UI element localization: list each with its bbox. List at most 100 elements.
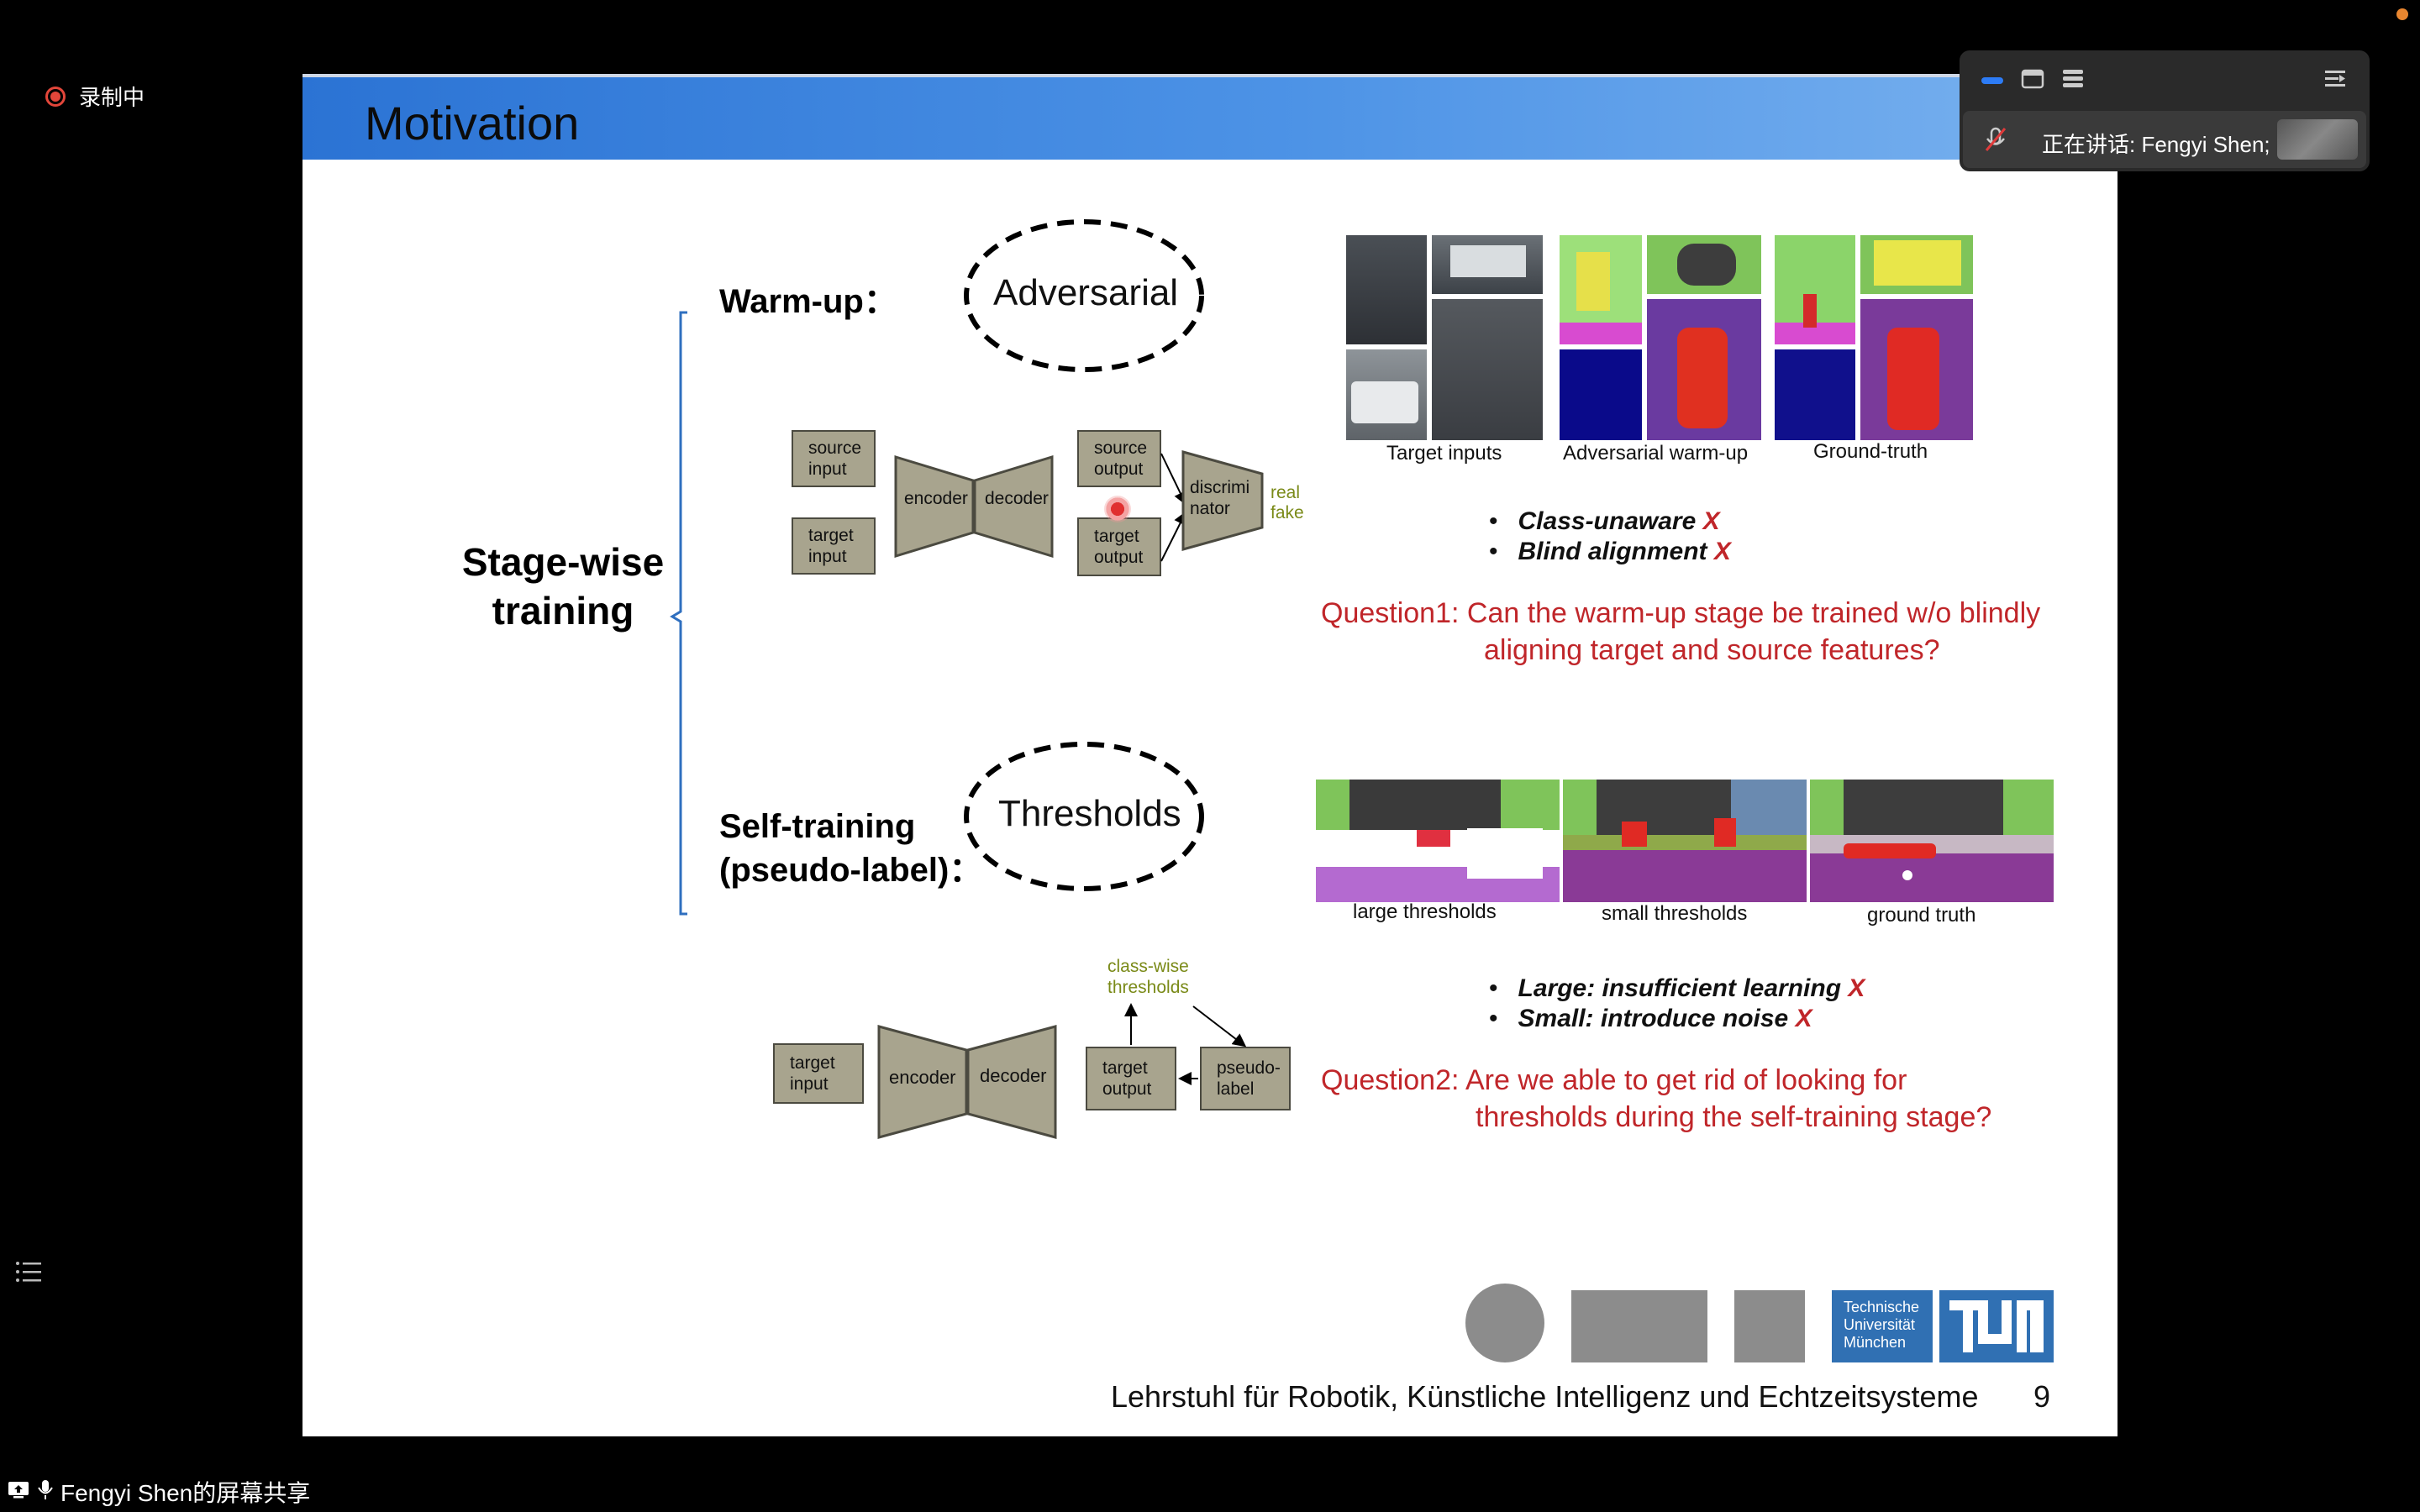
ground-truth-2-image: [1810, 780, 2054, 902]
warmup-decoder-label: decoder: [985, 489, 1049, 508]
selftraining-heading-line1: Self-training: [719, 808, 916, 845]
selftraining-arrows: [1124, 1003, 1247, 1085]
thresholds-label: Thresholds: [998, 793, 1181, 834]
target-output-box: target output: [1077, 517, 1161, 576]
caption-large-thresholds: large thresholds: [1353, 900, 1497, 923]
classwise-line1: class-wise: [1107, 957, 1189, 976]
classwise-line2: thresholds: [1107, 978, 1189, 997]
target-inputs-image: [1346, 235, 1543, 440]
question-2-line2: thresholds during the self-training stag…: [1476, 1101, 1992, 1133]
discriminator-label: discrimi nator: [1190, 477, 1249, 519]
question-2: Question2: Are we able to get rid of loo…: [1321, 1062, 1991, 1136]
st-target-input-box: target input: [773, 1043, 864, 1104]
selftraining-bullet-1: •Large: insufficient learning X: [1489, 974, 1865, 1002]
warmup-bullet-1-text: Class-unaware: [1518, 507, 1697, 535]
page-number: 9: [2033, 1379, 2051, 1414]
st-encoder-label: encoder: [889, 1067, 956, 1088]
footer-rect-logo-2: [1734, 1290, 1805, 1362]
tu-muenchen-logo: Technische Universität München: [1832, 1290, 1933, 1362]
active-speaker-row: 正在讲话: Fengyi Shen;: [1963, 111, 2366, 168]
selftraining-bullet-2: •Small: introduce noise X: [1489, 1005, 1812, 1032]
source-output-box: source output: [1077, 430, 1161, 487]
source-output-line1: source: [1094, 438, 1148, 458]
st-bullet-1-text: Large: insufficient learning: [1518, 974, 1842, 1002]
speaker-view-icon[interactable]: [1980, 69, 2005, 87]
x-mark: X: [1713, 538, 1731, 565]
question-1-line2: aligning target and source features?: [1484, 634, 1940, 666]
pseudo-label-box: pseudo- label: [1200, 1047, 1291, 1110]
target-input-box: target input: [792, 517, 876, 575]
caption-target-inputs: Target inputs: [1386, 442, 1502, 465]
source-input-box: source input: [792, 430, 876, 487]
stage-bracket: [670, 311, 687, 916]
meeting-panel: 正在讲话: Fengyi Shen;: [1960, 50, 2370, 171]
target-input-line2: input: [808, 547, 847, 566]
source-input-line2: input: [808, 459, 847, 479]
screen-share-indicator[interactable]: Fengyi Shen的屏幕共享: [7, 1475, 310, 1509]
speaker-text: 正在讲话: Fengyi Shen;: [2042, 132, 2270, 157]
chair-name: Lehrstuhl für Robotik, Künstliche Intell…: [1111, 1379, 1979, 1414]
participant-video-thumbnail[interactable]: [2277, 119, 2358, 160]
warmup-bullet-1: •Class-unaware X: [1489, 507, 1720, 535]
warmup-bullet-2-text: Blind alignment: [1518, 538, 1707, 565]
footer-rect-logo-1: [1571, 1290, 1707, 1362]
warmup-bullet-2: •Blind alignment X: [1489, 538, 1731, 565]
gallery-view-icon[interactable]: [2060, 67, 2086, 89]
thresholds-oval: [964, 742, 1204, 891]
caption-small-thresholds: small thresholds: [1602, 902, 1748, 925]
large-thresholds-image: [1316, 780, 1560, 902]
x-mark: X: [1702, 507, 1720, 535]
tum-logo: [1939, 1290, 2054, 1362]
mic-icon: [37, 1478, 54, 1506]
slide-header: Motivation: [302, 74, 2118, 160]
warmup-heading: Warm-up：: [719, 283, 897, 320]
adversarial-warmup-image: [1560, 235, 1761, 440]
classwise-thresholds-label: class-wise thresholds: [1107, 956, 1189, 998]
warmup-encoder-decoder: [894, 455, 1054, 558]
question-2-line1: Question2: Are we able to get rid of loo…: [1321, 1064, 1907, 1096]
tu-line1: Technische: [1844, 1299, 1920, 1315]
st-target-input-line1: target: [790, 1053, 835, 1073]
st-encoder-decoder: [877, 1025, 1057, 1139]
fake-label: fake: [1270, 503, 1304, 522]
target-output-line2: output: [1094, 548, 1144, 567]
warmup-encoder-label: encoder: [904, 489, 968, 508]
source-input-line1: source: [808, 438, 862, 458]
st-bullet-2-text: Small: introduce noise: [1518, 1005, 1789, 1032]
pseudo-label-line1: pseudo-: [1217, 1058, 1281, 1078]
x-mark: X: [1795, 1005, 1812, 1032]
selftraining-heading-line2: (pseudo-label)：: [719, 852, 983, 889]
st-target-output-line2: output: [1102, 1079, 1152, 1099]
adversarial-oval: [964, 219, 1204, 372]
caption-adversarial-warmup: Adversarial warm-up: [1563, 442, 1749, 465]
selftraining-heading: Self-training (pseudo-label)：: [719, 805, 982, 892]
laser-pointer-icon: [1104, 496, 1131, 522]
recording-indicator[interactable]: 录制中: [45, 81, 145, 112]
stage-label-line1: Stage-wise: [461, 540, 665, 584]
source-output-line2: output: [1094, 459, 1144, 479]
record-icon: [45, 86, 66, 107]
st-decoder-label: decoder: [980, 1065, 1047, 1086]
slide-title: Motivation: [365, 97, 580, 150]
tu-line2: Universität: [1844, 1316, 1916, 1333]
slide: Motivation Stage-wise training Warm-up： …: [302, 74, 2118, 1436]
discriminator-arrows: [1160, 453, 1186, 562]
tu-line3: München: [1844, 1334, 1907, 1351]
muted-mic-icon[interactable]: [1983, 126, 2008, 153]
status-dot-icon: [2396, 8, 2408, 20]
caption-ground-truth: Ground-truth: [1813, 440, 1928, 463]
st-target-input-line2: input: [790, 1074, 829, 1094]
window-icon[interactable]: [2020, 67, 2045, 89]
st-target-output-box: target output: [1086, 1047, 1176, 1110]
collapse-panel-icon[interactable]: [2323, 67, 2348, 89]
x-mark: X: [1848, 974, 1865, 1002]
discriminator-line1: discrimi: [1190, 478, 1250, 497]
list-icon[interactable]: [15, 1260, 42, 1284]
st-target-output-line1: target: [1102, 1058, 1148, 1078]
caption-ground-truth-2: ground truth: [1867, 904, 1976, 927]
stage-label-line2: training: [492, 589, 634, 633]
stage-label: Stage-wise training: [412, 538, 714, 635]
screen-share-label: Fengyi Shen的屏幕共享: [60, 1480, 311, 1506]
target-output-line1: target: [1094, 527, 1139, 546]
discriminator-shape: [1181, 450, 1264, 551]
